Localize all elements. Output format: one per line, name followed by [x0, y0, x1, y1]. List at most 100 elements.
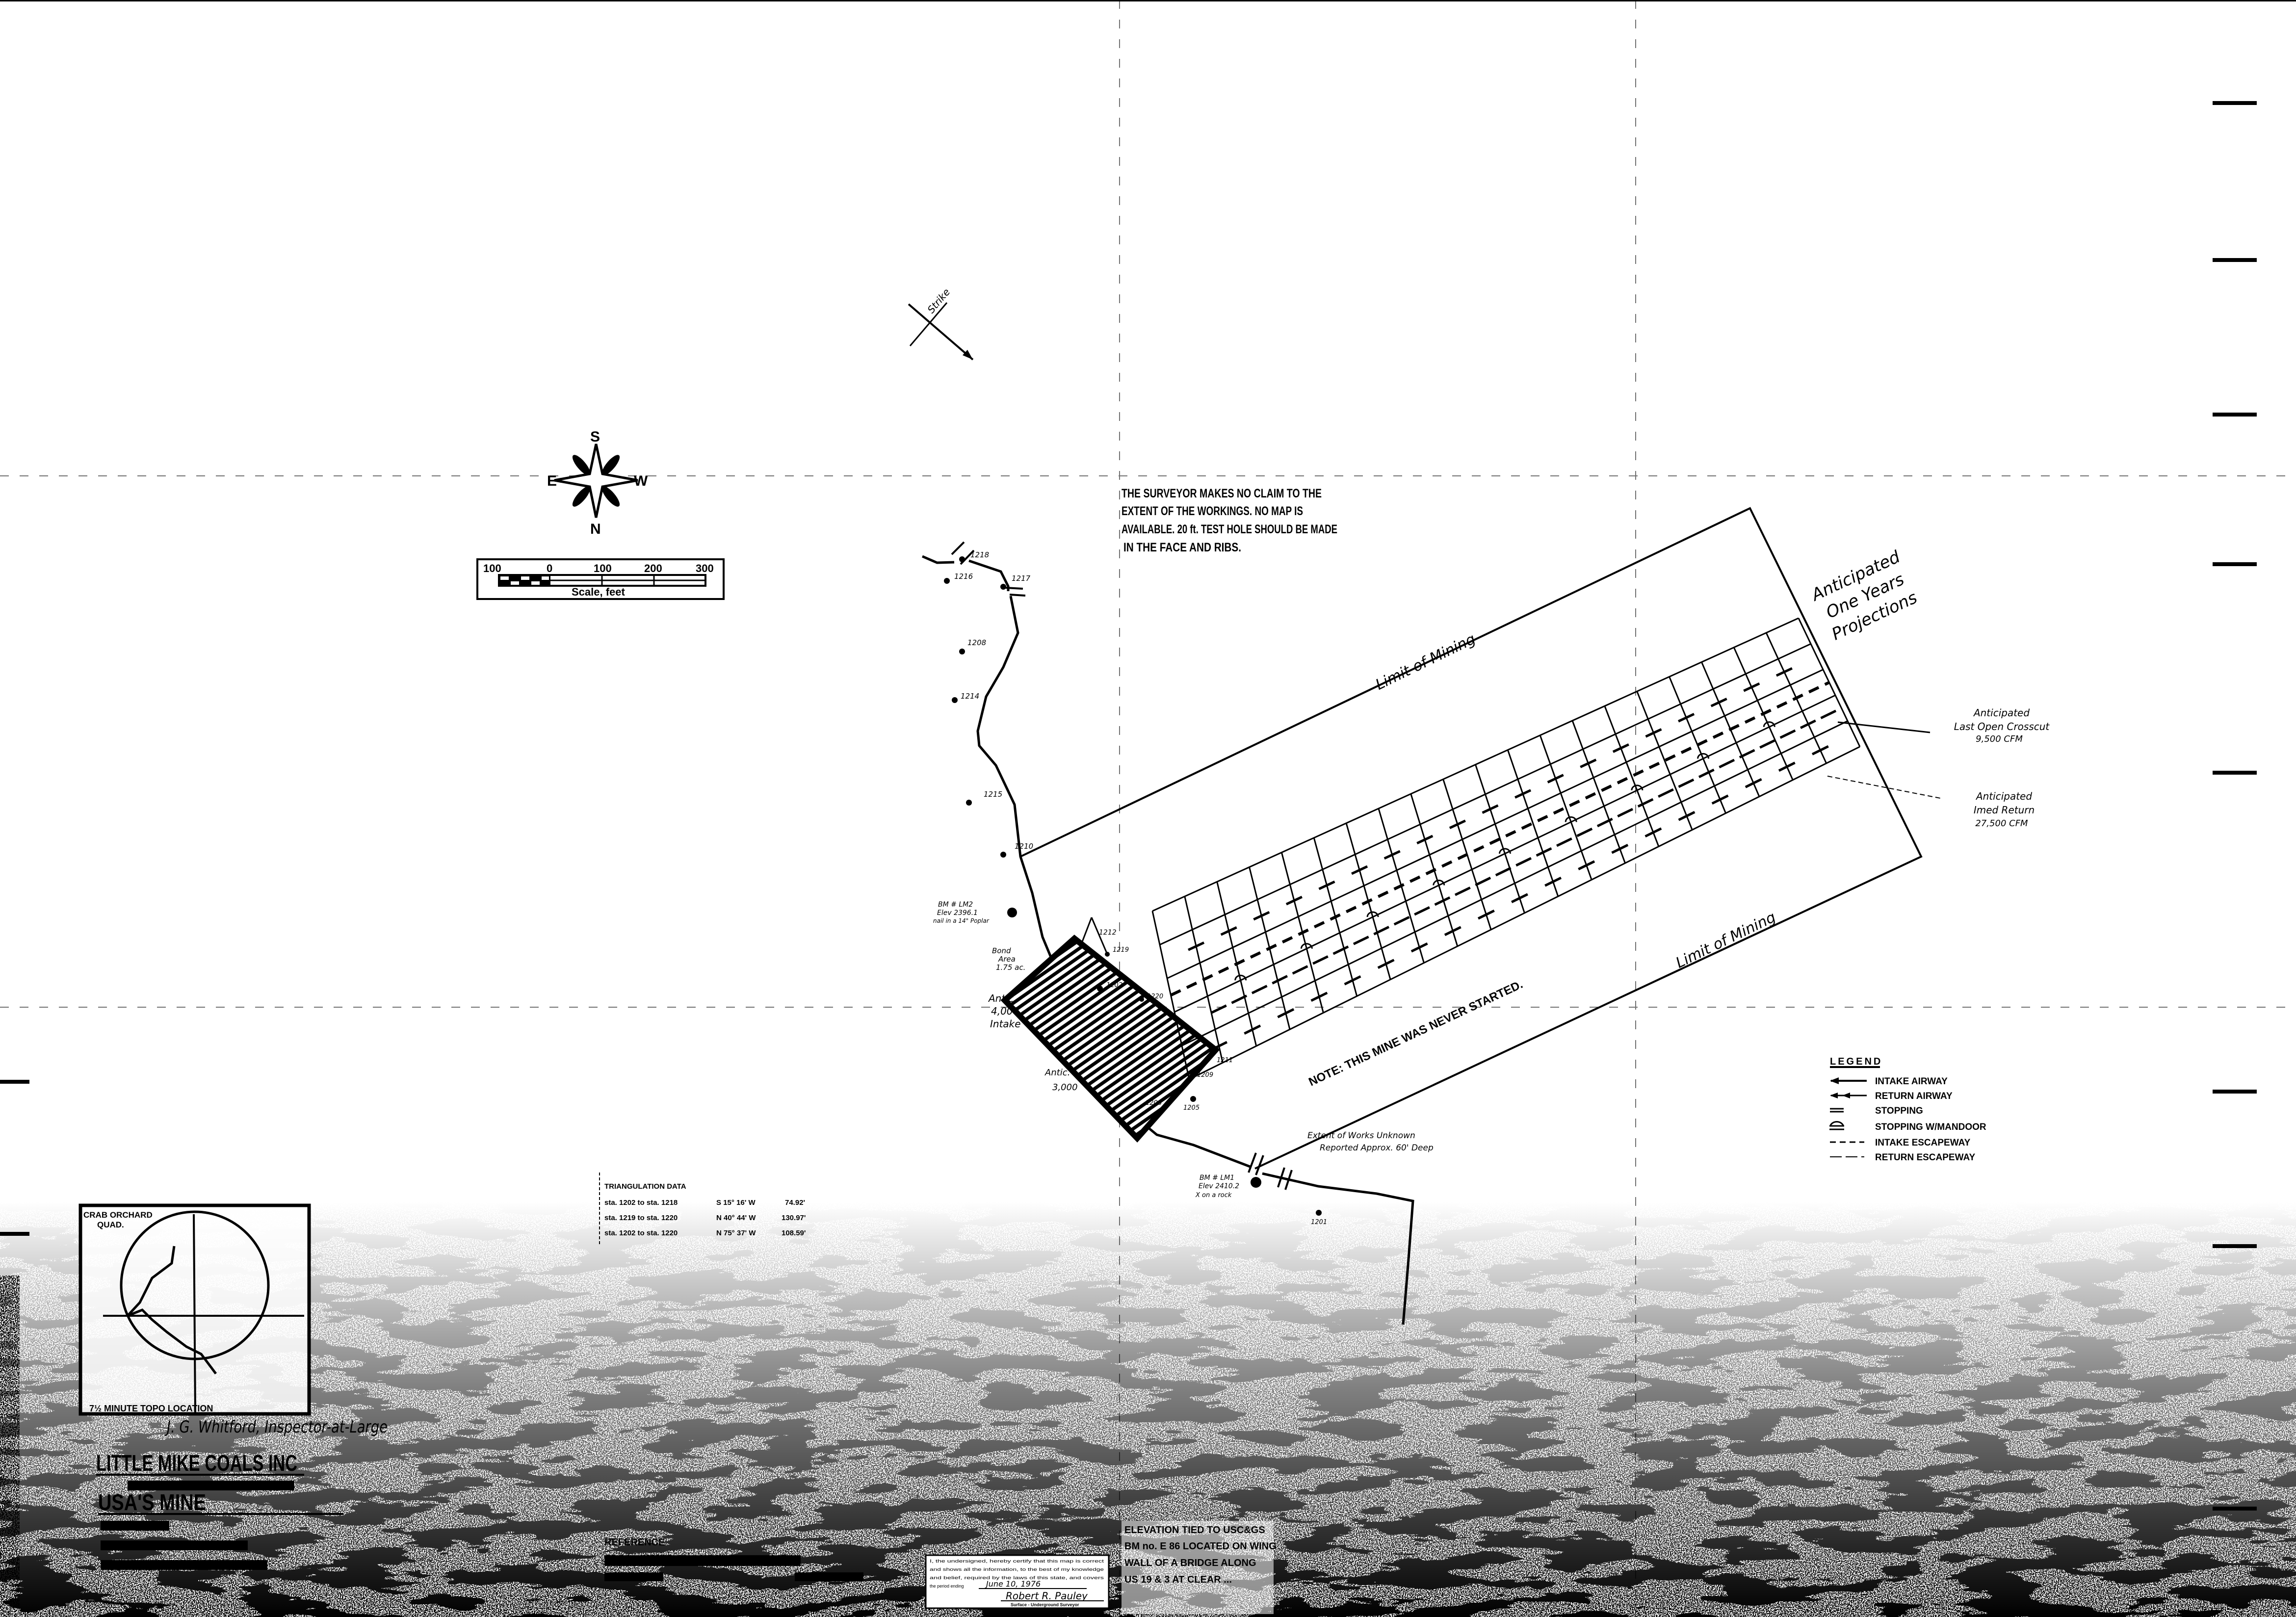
triangulation-cell: 130.97' — [782, 1214, 806, 1222]
triangulation-cell: sta. 1202 to sta. 1218 — [604, 1199, 678, 1207]
compass-label-bottom: N — [590, 521, 601, 537]
stopping-mark — [1416, 835, 1434, 845]
triangulation-cell: sta. 1202 to sta. 1220 — [604, 1229, 678, 1237]
mandoor-stopping-icon — [1433, 880, 1445, 886]
station-label: 1202 — [1106, 982, 1122, 989]
mandoor-stopping-icon — [1697, 753, 1710, 759]
elevation-line: WALL OF A BRIDGE ALONG — [1124, 1558, 1256, 1568]
station-label: 1216 — [954, 572, 973, 581]
stopping-mark — [1778, 761, 1796, 772]
title-block: J. G. Whitford, Inspector-at-Large LITTL… — [96, 1417, 863, 1581]
stopping-mark — [1310, 991, 1328, 1002]
station-label: 1212 — [1099, 929, 1117, 937]
stopping-mark — [1612, 743, 1629, 753]
stopping-mark — [1811, 745, 1829, 756]
station-label: 1211 — [1217, 1057, 1233, 1064]
location-map: CRAB ORCHARD QUAD. 7½ MINUTE TOPO LOCATI… — [78, 1203, 311, 1416]
return-escapeway-line — [1211, 707, 1842, 1014]
projected-mine-grid — [1151, 617, 1861, 1080]
stopping-mark — [1318, 880, 1335, 890]
location-map-title: QUAD. — [97, 1220, 124, 1229]
stopping-mark — [1377, 959, 1395, 969]
legend: LEGEND INTAKE AIRWAY RETURN AIRWAY STOPP… — [1829, 1056, 1986, 1163]
legend-item: STOPPING — [1875, 1106, 1923, 1116]
station-label: 1210 — [1015, 842, 1033, 851]
station-point — [1316, 1210, 1322, 1216]
mine-name: USA'S MINE — [98, 1489, 206, 1515]
stopping-mark — [1449, 819, 1466, 830]
station-label: 1214 — [961, 692, 979, 701]
imed-return-label: Imed Return — [1974, 804, 2035, 816]
elevation-note: ELEVATION TIED TO USC&GS BM no. E 86 LOC… — [1122, 1521, 1277, 1614]
triangulation-cell: 74.92' — [785, 1199, 805, 1207]
elevation-line: US 19 & 3 AT CLEAR ... — [1124, 1574, 1232, 1585]
reference-label: REFERENCE — [604, 1537, 665, 1548]
legend-item: INTAKE ESCAPEWAY — [1875, 1138, 1971, 1148]
return-label: Antic. — [1044, 1068, 1070, 1078]
stopping-symbol-icon — [1830, 1108, 1844, 1113]
scale-tick-label: 300 — [696, 562, 714, 574]
compass-petal-icon — [572, 455, 591, 475]
benchmark-lm2 — [1007, 908, 1017, 917]
limit-of-mining-label: Limit of Mining — [1673, 909, 1778, 972]
imed-return-label: Anticipated — [1975, 790, 2032, 802]
station-label: 1219 — [1113, 946, 1129, 954]
bm-lm1-label: BM # LM1 — [1200, 1174, 1234, 1182]
stopping-mark — [1544, 876, 1562, 887]
triangulation-cell: 108.59' — [782, 1229, 806, 1237]
stopping-mark — [1745, 778, 1762, 788]
intake-label: Antic. — [988, 992, 1017, 1004]
triangulation-cell: N 40° 44' W — [716, 1214, 756, 1222]
compass-label-top: S — [590, 429, 600, 445]
compass-petal-icon — [601, 486, 620, 507]
compass-label-left: E — [547, 473, 557, 489]
station-point — [966, 800, 972, 806]
note-line: IN THE FACE AND RIBS. — [1123, 541, 1241, 554]
bm-lm2-label: Elev 2396.1 — [937, 909, 978, 917]
return-airway-symbol-icon — [1830, 1093, 1867, 1098]
note-line: THE SURVEYOR MAKES NO CLAIM TO THE — [1122, 487, 1322, 500]
certification-line: and shows all the information, to the be… — [930, 1567, 1104, 1572]
bond-area-label: Bond — [992, 946, 1011, 955]
mandoor-stopping-icon — [1565, 816, 1577, 822]
bm-lm2-label: BM # LM2 — [938, 901, 973, 909]
grid-crosscut-line — [1636, 691, 1693, 831]
left-edge-noise — [0, 1276, 20, 1617]
station-label: 1208 — [967, 638, 986, 647]
stopping-mark — [1210, 1041, 1228, 1051]
certification-line: I, the undersigned, hereby certify that … — [930, 1559, 1104, 1564]
bond-area-label: Area — [998, 955, 1016, 964]
scale-tick-label: 100 — [594, 562, 612, 574]
mandoor-stopping-icon — [1366, 911, 1379, 917]
stopping-mark — [1244, 1024, 1261, 1035]
elevation-line: ELEVATION TIED TO USC&GS — [1124, 1525, 1265, 1536]
station-label: 1215 — [984, 790, 1002, 799]
mandoor-symbol-icon — [1829, 1121, 1844, 1130]
note-line: EXTENT OF THE WORKINGS. NO MAP IS — [1122, 504, 1303, 518]
extent-label: Reported Approx. 60' Deep — [1320, 1143, 1434, 1153]
stopping-mark — [1383, 850, 1401, 860]
stopping-mark — [1220, 926, 1237, 936]
triangulation-cell: sta. 1219 to sta. 1220 — [604, 1214, 678, 1222]
surveyor-signature: Robert R. Pauley — [1006, 1590, 1088, 1602]
stopping-mark — [1277, 1008, 1295, 1018]
bm-lm1-label: X on a rock — [1195, 1192, 1232, 1199]
extent-label: Extent of Works Unknown — [1307, 1131, 1415, 1141]
certification-date: June 10, 1976 — [985, 1579, 1041, 1589]
compass-petal-icon — [572, 486, 591, 507]
stopping-mark — [1743, 682, 1760, 692]
station-point — [952, 697, 958, 703]
station-point — [1097, 986, 1103, 991]
stopping-mark — [1477, 909, 1495, 920]
stopping-mark — [1410, 942, 1428, 953]
stopping-mark — [1547, 774, 1564, 783]
certification-line: and belief, required by the laws of this… — [930, 1575, 1104, 1580]
station-label: 1217 — [1012, 574, 1031, 583]
station-label: 1201 — [1311, 1219, 1327, 1226]
stopping-mark — [1514, 789, 1532, 799]
station-label: 1205 — [1183, 1104, 1200, 1112]
legend-title: LEGEND — [1830, 1056, 1882, 1067]
station-label: 1209 — [1197, 1071, 1213, 1079]
stopping-mark — [1711, 794, 1729, 805]
